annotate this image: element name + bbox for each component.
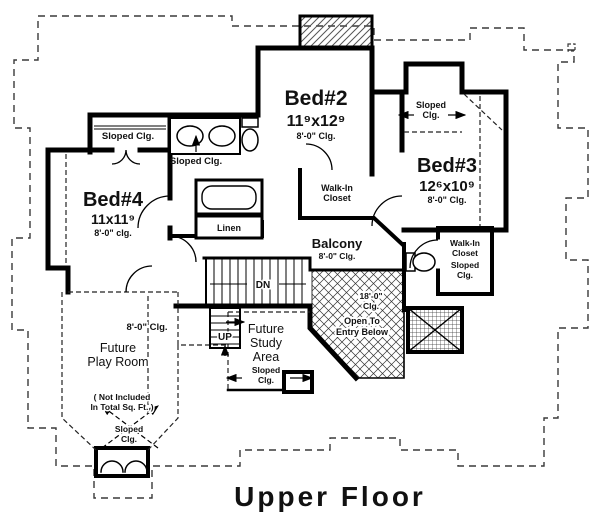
walkin-left-line2: Closet [323,193,351,203]
walkin-right-line4: Clg. [457,270,473,280]
wall-bed3-block [369,61,509,233]
roof-tick-mark [567,43,576,52]
playroom-line2: Play Room [87,355,148,369]
sloped-bed3-line1: Sloped [416,100,446,110]
bed2-closet-door-arc [305,143,333,171]
bed2-dims: 11⁹x12⁹ [287,113,346,130]
bed2-name: Bed#2 [284,87,347,110]
bed3-name: Bed#3 [417,155,477,177]
wall-balcony-edge [202,256,406,272]
study-line2: Study [250,336,283,350]
playroom-note1: ( Not Included [94,392,151,402]
bed4-ceiling: 8'-0" clg. [94,228,131,238]
open-below-line2: Entry Below [336,327,389,337]
bed2-ceiling: 8'-0" Clg. [297,131,336,141]
walkin-right-line3: Sloped [451,260,479,270]
wall-walkin-left [298,168,405,247]
wall-study-box [282,370,314,394]
toilet-bowl-top [241,128,259,152]
bed3-entry-door-arc [371,195,403,227]
bed4-entry-door-arc [137,195,171,229]
playroom-bay-window-arcs [100,460,148,473]
bed3-dims: 12⁶x10⁹ [419,178,475,195]
wall-open-below-edges [355,309,405,379]
stairs-up-label: UP [218,332,232,343]
sink-right [208,125,236,147]
bed3-ceiling: 8'-0" Clg. [428,195,467,205]
study-line3: Area [253,350,279,364]
wall-toilet-room [402,228,440,312]
sloped-bed3-line2: Clg. [423,110,440,120]
wall-stairs [173,303,360,382]
annotation-arrows [101,110,467,449]
roof-outline [11,15,589,499]
text-labels: Bed#2 11⁹x12⁹ 8'-0" Clg. Bed#3 12⁶x10⁹ 8… [83,87,480,512]
open-below-line1: Open To [344,316,380,326]
walkin-right-line1: Walk-In [450,238,480,248]
bed4-dims: 11x11⁹ [91,211,135,227]
playroom-sloped1: Sloped [115,424,143,434]
playroom-sloped-arrow-nw [101,405,159,449]
bed4-closet-doors-arc [111,149,141,165]
chimney-hatch [298,14,374,50]
bath-fixtures [94,117,436,272]
study-sloped2: Clg. [258,375,274,385]
study-line1: Future [248,322,284,336]
walkin-right-door-arc [409,239,439,269]
sloped-top-left-label: Sloped Clg. [102,131,154,142]
open-below-clg2: Clg. [363,301,379,311]
wall-playroom-bay [94,446,150,478]
sloped-bath-label: Sloped Clg. [170,156,222,167]
toilet-tank-top [241,117,259,128]
playroom-outline-dashed [61,291,228,451]
balcony-ceiling: 8'-0" Clg. [319,251,356,261]
wall-top-left-block [87,45,375,177]
attic-vent-box [406,306,464,354]
study-sloped1: Sloped [252,365,280,375]
playroom-sloped2: Clg. [121,434,137,444]
page-title: Upper Floor [234,481,426,512]
walkin-left-line1: Walk-In [321,183,353,193]
stairs-dn-label: DN [256,280,270,291]
playroom-ceiling: 8'-0" Clg. [126,322,167,333]
door-arcs [111,143,439,293]
dashed-lines [61,93,503,451]
linen-closet-box [194,214,264,240]
stairs-up-treads [210,315,240,345]
playroom-line1: Future [100,341,136,355]
bed3-ceiling-break-dashed [404,93,503,226]
sink-left [176,125,204,147]
hall-door-arc [125,265,153,293]
toilet-bowl-right [412,252,436,272]
tub-inner [201,185,257,210]
bed4-name: Bed#4 [83,189,144,211]
stairs-dn-treads [213,258,303,306]
bath-door-arc [169,235,197,263]
hatch-areas [298,14,464,379]
open-below-clg1: 18'-0" [359,291,382,301]
playroom-note2: In Total Sq. Ft. ) [90,402,153,412]
walkin-right-line2: Closet [452,248,478,258]
linen-label: Linen [217,223,241,233]
closet-shelf-lines [94,125,166,130]
balcony-name: Balcony [312,236,363,251]
